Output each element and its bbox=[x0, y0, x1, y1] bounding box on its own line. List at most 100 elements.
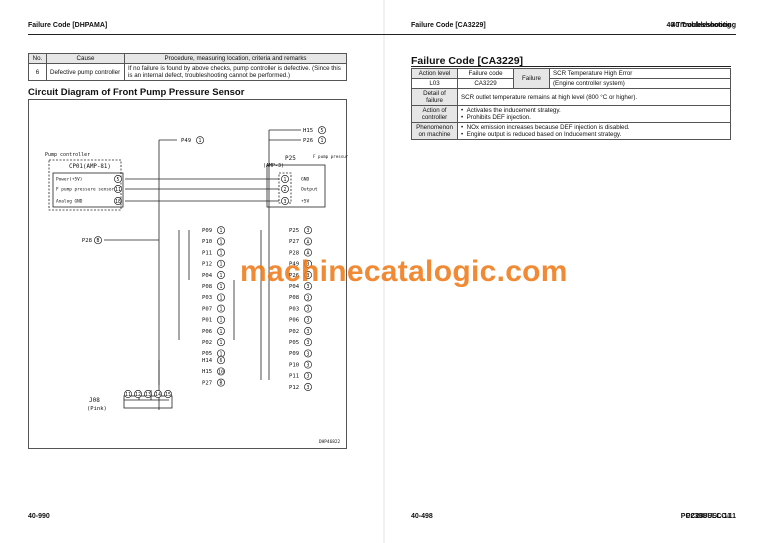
left-col-conn-pin: 1 bbox=[220, 262, 223, 268]
right-col-conn-pin-circle bbox=[304, 259, 312, 268]
left-col-conn-pin-circle bbox=[217, 248, 225, 257]
left-col-conn-pin-circle bbox=[217, 315, 225, 324]
right-col-conn-pin: 3 bbox=[307, 307, 310, 313]
right-header: Failure Code [CA3229] 40 Troubleshooting bbox=[411, 22, 731, 32]
right-col-conn-pin: 3 bbox=[307, 228, 310, 234]
p49-top-label: P49 bbox=[181, 138, 191, 144]
sensor-pin: 3 bbox=[284, 199, 287, 205]
controller-pin-circle bbox=[114, 185, 122, 193]
left-col-conn-pin-circle bbox=[217, 237, 225, 246]
top-right-conn-label: H15 bbox=[303, 128, 313, 134]
phenomenon-label-2: on machine bbox=[418, 131, 451, 138]
p49-top-pin: 1 bbox=[199, 138, 202, 144]
cell-cause: Defective pump controller bbox=[46, 63, 125, 81]
table-row: Detail of failure SCR outlet temperature… bbox=[411, 88, 731, 106]
right-col-conn-label: P25 bbox=[289, 228, 299, 234]
table-row: 6 Defective pump controller If no failur… bbox=[28, 63, 347, 81]
left-col-conn-label: P06 bbox=[202, 329, 212, 335]
left-col-conn-label: P08 bbox=[202, 284, 213, 290]
left-col-conn-pin: 1 bbox=[220, 273, 223, 279]
action-controller-label: Action of controller bbox=[411, 105, 458, 123]
sensor-pin-label: GND bbox=[301, 177, 310, 183]
right-col-conn-pin-circle bbox=[304, 237, 312, 246]
controller-pin: 11 bbox=[115, 187, 121, 193]
left-col-conn-label: P01 bbox=[202, 318, 212, 324]
left-header: Failure Code [DHPAMA] 40 Troubleshooting bbox=[28, 22, 736, 32]
controller-connector: CP01(AMP-81) bbox=[69, 164, 111, 170]
right-col-conn-pin: 3 bbox=[307, 385, 310, 391]
detail-label: Detail of failure bbox=[411, 88, 458, 106]
phenomenon-label-1: Phenomenon bbox=[416, 124, 453, 131]
lower-left-conn-pin-circle bbox=[217, 378, 225, 387]
lower-left-conn-pin-circle bbox=[217, 367, 225, 376]
left-col-conn-pin-circle bbox=[217, 226, 225, 235]
sensor-pin: 2 bbox=[284, 187, 287, 193]
cause-table: No. Cause Procedure, measuring location,… bbox=[28, 53, 347, 81]
left-page bbox=[0, 0, 383, 543]
right-col-conn-label: P04 bbox=[289, 284, 300, 290]
col-procedure: Procedure, measuring location, criteria … bbox=[124, 53, 347, 64]
right-col-conn-label: P06 bbox=[289, 318, 299, 324]
top-right-conn-pin: 5 bbox=[321, 128, 324, 134]
j08-pin: 11 bbox=[125, 392, 131, 398]
sensor-pin: 1 bbox=[284, 177, 287, 183]
right-col-conn-pin-circle bbox=[304, 304, 312, 313]
table-row: Action of controller • Activates the ind… bbox=[411, 105, 731, 123]
left-col-conn-pin-circle bbox=[217, 282, 225, 291]
left-col-conn-label: P11 bbox=[202, 250, 212, 256]
left-col-conn-pin: 1 bbox=[220, 251, 223, 257]
right-col-conn-label: P02 bbox=[289, 329, 299, 335]
right-header-section: 40 Troubleshooting bbox=[666, 22, 731, 29]
left-model-number: PC238USLC-11 bbox=[685, 513, 736, 520]
col-cause: Cause bbox=[46, 53, 125, 64]
controller-pin-label: F pump pressure sensor bbox=[56, 187, 115, 193]
controller-pin: 18 bbox=[115, 199, 121, 205]
right-model-number: PC238USLC-11 bbox=[680, 513, 731, 520]
list-item: • Prohibits DEF injection. bbox=[461, 114, 531, 121]
right-col-conn-pin-circle bbox=[304, 248, 312, 257]
failure-label: Failure bbox=[513, 68, 550, 89]
failure-code-value: CA3229 bbox=[457, 78, 514, 89]
left-col-conn-label: P02 bbox=[202, 340, 212, 346]
failure-code-title: Failure Code [CA3229] bbox=[411, 55, 524, 67]
action-2: Prohibits DEF injection. bbox=[466, 114, 531, 121]
right-col-conn-pin-circle bbox=[304, 371, 312, 380]
sensor-name: F pump pressure sensor bbox=[313, 154, 348, 159]
action-level-value: L03 bbox=[411, 78, 458, 89]
top-right-conn-pin-circle bbox=[318, 136, 326, 145]
controller-label: Pump controller bbox=[45, 152, 90, 158]
right-col-conn-pin-circle bbox=[304, 271, 312, 279]
right-page-number: 40-498 bbox=[411, 513, 433, 520]
right-col-conn-pin-circle bbox=[304, 349, 312, 358]
left-col-conn-pin: 1 bbox=[220, 318, 223, 324]
left-col-conn-pin: 1 bbox=[220, 239, 223, 245]
right-col-conn-pin: 3 bbox=[307, 284, 310, 290]
lower-left-conn-pin-circle bbox=[217, 356, 225, 365]
j08-pin-circle bbox=[124, 390, 132, 398]
left-col-conn-pin-circle bbox=[217, 304, 225, 313]
list-item: • Engine output is reduced based on Indu… bbox=[461, 131, 622, 138]
j08-pin: 12 bbox=[135, 392, 141, 398]
right-col-conn-pin-circle bbox=[304, 383, 312, 391]
sensor-connector-type: (AMP-3) bbox=[263, 163, 284, 169]
right-col-conn-pin: 3 bbox=[307, 374, 310, 380]
right-col-conn-label: P11 bbox=[289, 374, 299, 380]
j08-pin: 13 bbox=[145, 392, 151, 398]
right-col-conn-pin-circle bbox=[304, 315, 312, 324]
sensor-pin-circle bbox=[281, 175, 289, 183]
j08-pin-circle bbox=[164, 390, 172, 398]
failure-code-title-rule bbox=[411, 66, 731, 67]
j08-sub: (Pink) bbox=[87, 406, 107, 412]
top-right-conn-label: P26 bbox=[303, 138, 313, 144]
right-col-conn-pin: 3 bbox=[307, 262, 310, 268]
left-col-conn-pin-circle bbox=[217, 327, 225, 335]
watermark: machinecatalogic.com bbox=[240, 255, 568, 288]
lower-left-conn-pin: 6 bbox=[220, 358, 223, 364]
phenomenon-values: • NOx emission increases because DEF inj… bbox=[457, 122, 731, 140]
action-values: • Activates the inducement strategy. • P… bbox=[457, 105, 731, 123]
j08-pin-circle bbox=[134, 390, 142, 398]
detail-value: SCR outlet temperature remains at high l… bbox=[457, 88, 731, 106]
left-col-conn-pin: 1 bbox=[220, 351, 223, 357]
right-col-conn-pin: 3 bbox=[307, 351, 310, 357]
